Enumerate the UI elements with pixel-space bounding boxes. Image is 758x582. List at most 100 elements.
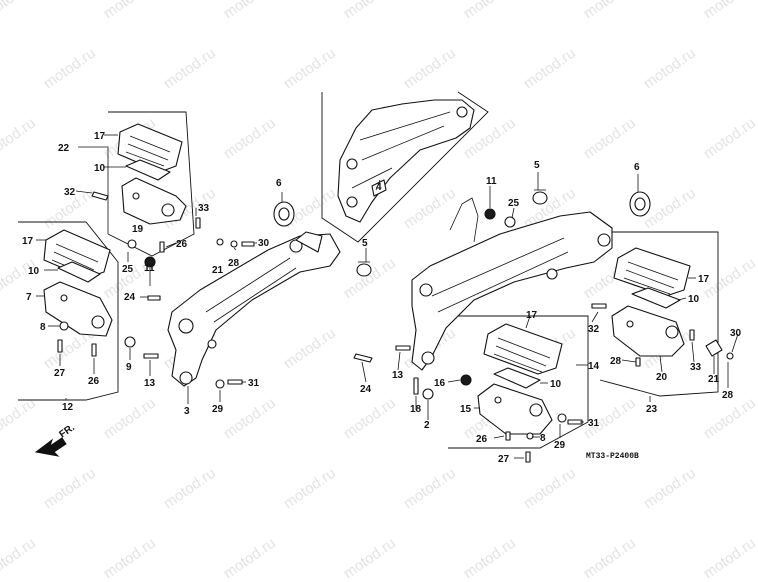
collar-25-right (504, 216, 516, 228)
bolt-26-b (91, 343, 97, 357)
plate-10-d (493, 367, 541, 389)
callout-8-b: 8 (540, 433, 546, 444)
footpeg-rubber-17-right-lower (483, 323, 563, 375)
collar-25-left (127, 239, 137, 249)
group-box-22 (107, 111, 195, 257)
callout-17-b: 17 (22, 236, 34, 247)
callout-17-d: 17 (526, 310, 538, 321)
diagram-code: MT33-P2400B (586, 452, 639, 461)
callout-4: 4 (376, 182, 382, 193)
bolt-27-b (525, 451, 531, 463)
callout-5: 5 (362, 238, 368, 249)
collar-5-right (532, 189, 548, 205)
left-step-holder-bracket (167, 231, 341, 387)
nut-11-left (144, 256, 156, 268)
callout-33-b: 33 (690, 362, 702, 373)
callout-26-c: 26 (476, 434, 488, 445)
callout-17: 17 (94, 131, 106, 142)
callout-labels: 17 22 10 32 33 19 26 25 11 24 21 28 30 6… (22, 131, 742, 465)
callout-27: 27 (54, 368, 66, 379)
leader-lines (36, 134, 739, 459)
rubber-mount-6-left (273, 201, 295, 227)
callout-12: 12 (62, 402, 74, 413)
callout-21-b: 21 (708, 374, 720, 385)
footpeg-holder-19 (121, 177, 187, 225)
group-box-14 (448, 315, 589, 449)
callout-33: 33 (198, 203, 210, 214)
spring-21-right (705, 339, 723, 357)
washer-8 (59, 321, 69, 331)
callout-29-b: 29 (554, 440, 566, 451)
bolt-28-c (635, 357, 641, 367)
callout-29: 29 (212, 404, 224, 415)
bolt-26-a (159, 241, 165, 253)
pin-29-right (557, 413, 567, 423)
spring-21-left (216, 238, 224, 246)
callout-10-d: 10 (550, 379, 562, 390)
rubber-mount-6-right (629, 191, 651, 217)
bolt-27-a (57, 339, 63, 353)
bolt-32-right (591, 303, 607, 309)
footpeg-holder-15 (477, 383, 553, 435)
callout-30-b: 30 (730, 328, 742, 339)
callout-28-c: 28 (722, 390, 734, 401)
callout-6: 6 (276, 178, 282, 189)
callout-31-b: 31 (588, 418, 600, 429)
footpeg-rubber-17-left-lower (43, 229, 111, 279)
collar-2 (422, 388, 434, 400)
front-arrow-icon (34, 437, 67, 457)
callout-25: 25 (122, 264, 134, 275)
callout-6-b: 6 (634, 162, 640, 173)
callout-7: 7 (26, 292, 32, 303)
callout-10: 10 (94, 163, 106, 174)
group-box-23 (599, 231, 719, 397)
footpeg-holder-20 (611, 305, 685, 357)
callout-9: 9 (126, 362, 132, 373)
center-top-bracket (337, 99, 475, 223)
collar-9 (124, 336, 136, 348)
washer-28-b (726, 352, 734, 360)
washer-28-a (230, 240, 238, 248)
bolt-13-left (143, 353, 159, 359)
nut-11-right (484, 208, 496, 220)
group-box-4 (321, 91, 489, 243)
callout-19: 19 (132, 224, 144, 235)
callout-27-b: 27 (498, 454, 510, 465)
group-box-12 (18, 221, 119, 401)
pin-29-left (215, 379, 225, 389)
callout-22: 22 (58, 143, 70, 154)
pin-33-right (689, 329, 695, 341)
plate-10-c (631, 287, 681, 309)
bolt-32-left (91, 191, 109, 201)
callout-15: 15 (460, 404, 472, 415)
callout-26-b: 26 (88, 376, 100, 387)
nut-16 (460, 374, 472, 386)
callout-28: 28 (228, 258, 240, 269)
callout-11: 11 (144, 263, 155, 274)
callout-5-b: 5 (534, 160, 540, 171)
front-arrow-label: FR. (57, 422, 77, 440)
callout-3: 3 (184, 406, 190, 417)
callout-14: 14 (588, 361, 600, 372)
callout-24: 24 (124, 292, 136, 303)
washer-8-b (526, 432, 534, 440)
footpeg-rubber-17-right-upper (613, 247, 691, 297)
callout-25-b: 25 (508, 198, 520, 209)
callout-13-b: 13 (392, 370, 404, 381)
callout-16: 16 (434, 378, 446, 389)
bolt-18 (413, 377, 419, 395)
callout-23: 23 (646, 404, 658, 415)
callout-21: 21 (212, 265, 224, 276)
footpeg-holder-7 (43, 281, 113, 337)
callout-10-b: 10 (28, 266, 40, 277)
callout-17-c: 17 (698, 274, 710, 285)
plate-10-b (57, 261, 101, 283)
callout-32: 32 (64, 187, 76, 198)
right-step-holder-bracket (411, 197, 613, 371)
plate-10-a (125, 159, 171, 181)
callout-32-b: 32 (588, 324, 600, 335)
footpeg-rubber-17-left-upper (117, 123, 183, 173)
collar-5-left (356, 261, 372, 277)
bolt-26-c (505, 431, 511, 441)
pin-31-right (567, 419, 583, 425)
